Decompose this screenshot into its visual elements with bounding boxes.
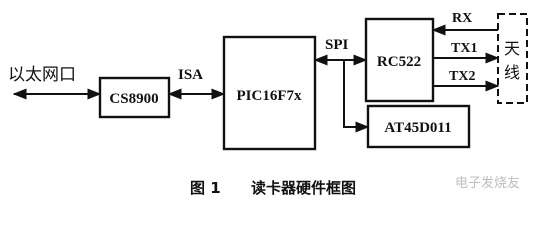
ethernet-port-label: 以太网口 [8,65,76,85]
watermark-text: 电子发烧友 [455,175,520,191]
pic16f7x-label: PIC16F7x [237,88,302,104]
spi-branch-to-flash [343,60,370,133]
isa-bus-label: ISA [178,67,203,83]
rc522-label: RC522 [377,54,421,70]
tx1-label: TX1 [451,41,477,56]
spi-bus-label: SPI [325,37,349,53]
rc522-block [364,17,435,103]
tx2-label: TX2 [449,69,475,84]
cs8900-label: CS8900 [109,91,158,107]
antenna-label-1: 天 [504,39,520,58]
antenna-label-2: 线 [504,63,520,82]
at45d011-block [366,104,471,149]
figure-caption: 读卡器硬件框图 [251,179,356,197]
at45d011-label: AT45D011 [384,120,451,136]
rx-label: RX [452,11,472,26]
antenna-block [497,13,528,104]
pic16f7x-block [222,35,317,151]
figure-number: 图 1 [190,179,221,197]
reader-hardware-block-diagram: 以太网口 CS8900 ISA PIC16F7x SPI RC522 AT45D… [8,11,528,197]
